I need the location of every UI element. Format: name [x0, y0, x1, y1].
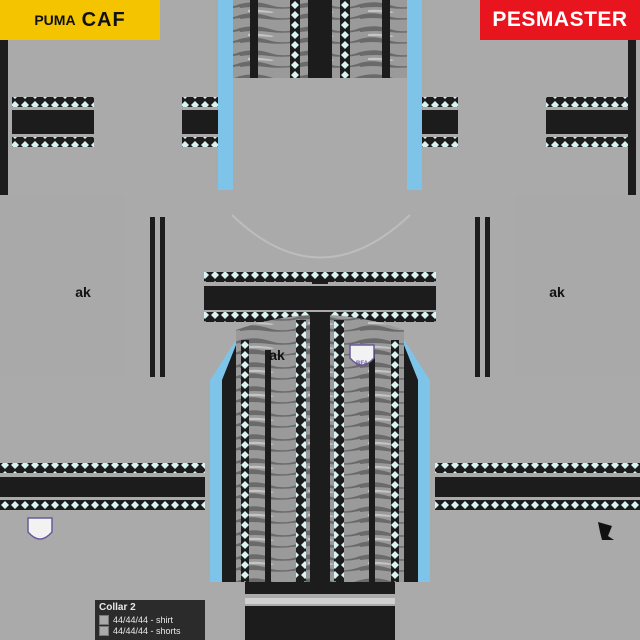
left-sleeve: [0, 195, 125, 375]
sleeve-band-top-left: [0, 40, 218, 195]
legend-row-shirt: 44/44/44 - shirt: [99, 615, 201, 625]
shirt-swatch: [99, 615, 109, 625]
collar-panel: [218, 0, 422, 190]
kit-legend: Collar 2 44/44/44 - shirt 44/44/44 - sho…: [95, 600, 205, 640]
club-badge-sleeve: [27, 517, 53, 540]
sponsor-logo-chest: ak: [269, 347, 285, 363]
legend-shorts-label: 44/44/44 - shorts: [113, 626, 181, 636]
neck-curve: [231, 214, 411, 259]
legend-row-shorts: 44/44/44 - shorts: [99, 626, 201, 636]
emblem-icon: [598, 522, 614, 540]
sponsor-logo-left-sleeve: ak: [75, 284, 91, 300]
club-badge-chest: BFA: [349, 344, 375, 367]
bottom-bands: [0, 463, 640, 640]
pesmaster-wordmark: PESMASTER: [492, 8, 628, 31]
legend-title: Collar 2: [99, 602, 136, 613]
puma-caf-logo: PUMA CAF: [0, 0, 160, 40]
right-sleeve: [515, 195, 640, 375]
caf-wordmark: CAF: [81, 8, 126, 31]
shorts-swatch: [99, 626, 109, 636]
badge-label: BFA: [356, 361, 369, 367]
sleeve-band-top-right: [422, 40, 636, 195]
pesmaster-logo: PESMASTER: [480, 0, 640, 40]
puma-wordmark: PUMA: [34, 12, 76, 28]
sponsor-logo-right-sleeve: ak: [549, 284, 565, 300]
legend-shirt-label: 44/44/44 - shirt: [113, 615, 174, 625]
shirt-front: [210, 312, 430, 582]
